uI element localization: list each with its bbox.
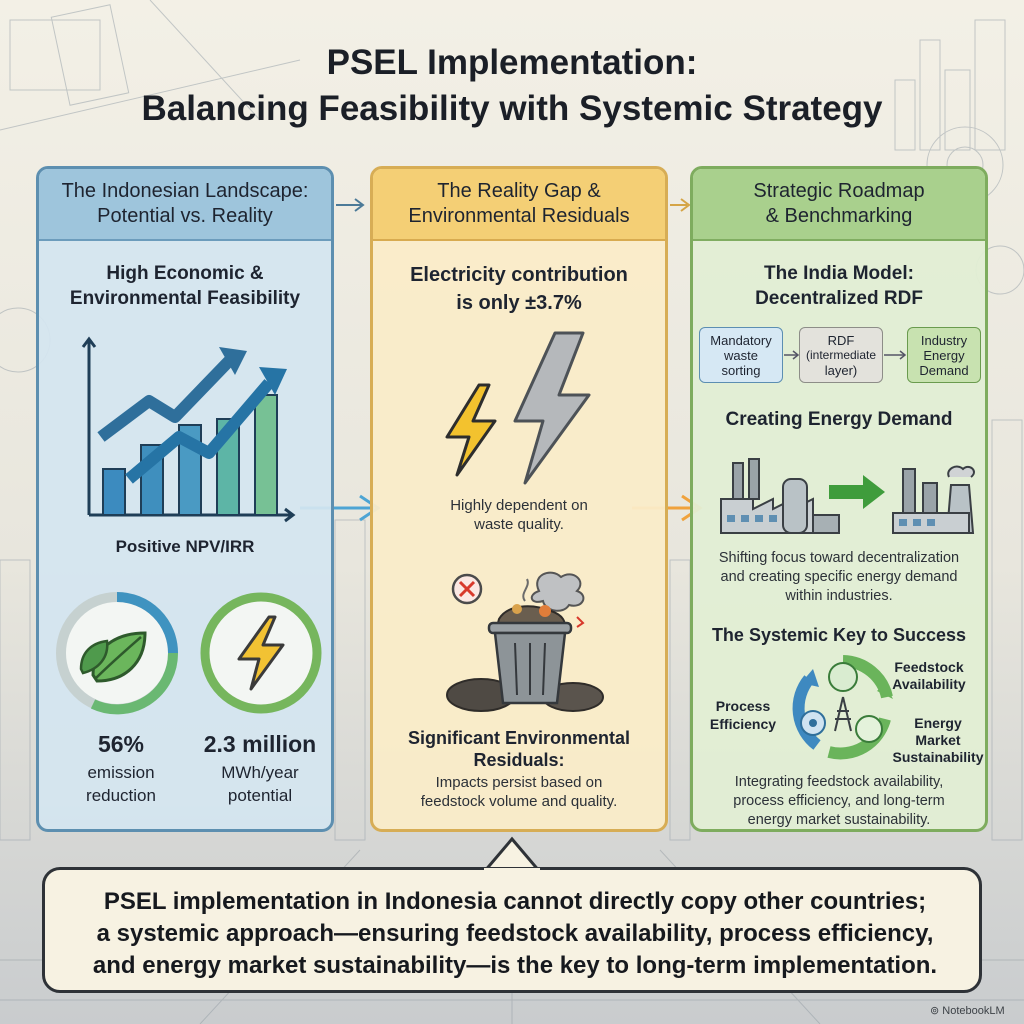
mwh-stat-value: 2.3 million bbox=[203, 731, 317, 757]
growth-chart-icon bbox=[81, 336, 296, 523]
india-model-heading: The India Model:Decentralized RDF bbox=[755, 263, 923, 309]
panel3-header: Strategic Roadmap& Benchmarking bbox=[693, 169, 985, 241]
small-bolt-icon bbox=[445, 383, 497, 477]
power-tower-icon bbox=[834, 696, 852, 732]
flow-arrows bbox=[784, 350, 907, 360]
conclusion-box: PSEL implementation in Indonesia cannot … bbox=[42, 867, 982, 993]
conclusion-text: PSEL implementation in Indonesia cannot … bbox=[92, 888, 938, 979]
feasibility-heading: High Economic &Environmental Feasibility bbox=[69, 263, 301, 309]
waste-bin-icon bbox=[446, 571, 604, 712]
energy-demand-heading: Creating Energy Demand bbox=[725, 409, 953, 430]
feedstock-cycle-icon bbox=[828, 662, 858, 692]
npv-irr-caption: Positive NPV/IRR bbox=[115, 537, 255, 556]
leaf-icon bbox=[56, 592, 179, 715]
market-chart-icon bbox=[855, 715, 883, 743]
panel-reality-gap: The Reality Gap &Environmental Residuals… bbox=[370, 166, 668, 832]
page-title: PSEL Implementation: Balancing Feasibili… bbox=[141, 43, 883, 128]
transition-arrow-icon bbox=[829, 475, 885, 509]
emission-stat-value: 56% bbox=[97, 731, 145, 757]
notebooklm-watermark: ⊚ NotebookLM bbox=[930, 1005, 1005, 1017]
factory-transition-icon bbox=[720, 458, 975, 534]
speech-pointer-cover bbox=[484, 868, 540, 876]
header-arrow-2 bbox=[670, 198, 691, 212]
panel-strategic-roadmap: Strategic Roadmap& Benchmarking The Indi… bbox=[690, 166, 988, 832]
panel-indonesian-landscape: The Indonesian Landscape:Potential vs. R… bbox=[36, 166, 334, 832]
systemic-text: Integrating feedstock availability,proce… bbox=[733, 774, 945, 828]
factory-left-icon bbox=[720, 458, 840, 534]
panel2-header: The Reality Gap &Environmental Residuals bbox=[373, 169, 665, 241]
systemic-key-heading: The Systemic Key to Success bbox=[711, 625, 967, 645]
systemic-cycle-icon bbox=[792, 655, 893, 760]
notebook-logo-icon: ⊚ bbox=[930, 1005, 940, 1017]
large-gray-bolt-icon bbox=[513, 331, 591, 485]
speech-pointer bbox=[482, 836, 542, 872]
factory-right-icon bbox=[892, 465, 975, 534]
header-arrow-1 bbox=[336, 198, 365, 212]
panel1-header: The Indonesian Landscape:Potential vs. R… bbox=[39, 169, 331, 241]
lightning-icons bbox=[445, 331, 591, 485]
energy-bolt-icon bbox=[200, 592, 322, 714]
